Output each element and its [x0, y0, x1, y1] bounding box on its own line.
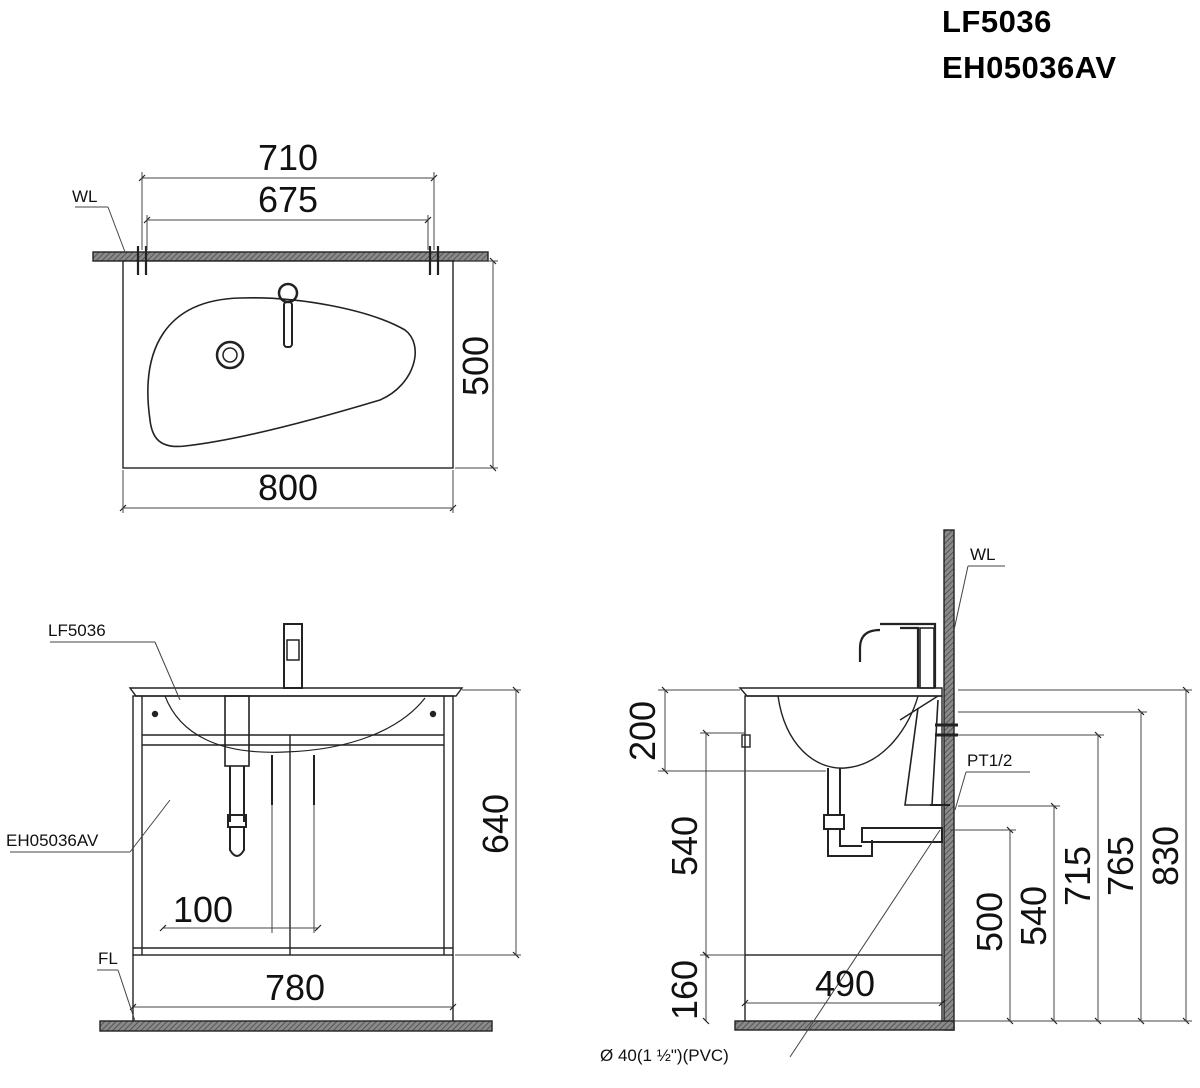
dim-715: 715 [1057, 846, 1098, 906]
faucet-front [283, 623, 303, 689]
front-view [10, 623, 521, 1032]
mount-brackets [136, 246, 440, 275]
model-code-cabinet: EH05036AV [942, 50, 1117, 85]
dim-540-right: 540 [1013, 886, 1054, 946]
floor-label-front: FL [98, 949, 118, 968]
cabinet-front [132, 695, 454, 956]
drain-circle [215, 340, 245, 370]
wall-label-side: WL [970, 545, 996, 564]
wall-slab-top [92, 251, 489, 262]
side-view [658, 529, 1192, 1058]
dim-640: 640 [475, 794, 516, 854]
dim-780: 780 [265, 967, 325, 1008]
wall-label-top: WL [72, 187, 98, 206]
model-code-basin: LF5036 [942, 4, 1052, 39]
label-lf5036: LF5036 [48, 621, 106, 640]
top-view [75, 172, 498, 513]
cabinet-side [744, 695, 943, 956]
dim-500-side: 500 [969, 892, 1010, 952]
bowl-outline [147, 297, 416, 448]
faucet-side [858, 622, 937, 688]
dim-490: 490 [815, 963, 875, 1004]
dim-160: 160 [664, 960, 705, 1020]
pipe-thread-label: PT1/2 [967, 751, 1012, 770]
dim-800: 800 [258, 467, 318, 508]
dim-710: 710 [258, 137, 318, 178]
dim-200: 200 [622, 701, 663, 761]
dim-675: 675 [258, 179, 318, 220]
floor-side [734, 1020, 955, 1031]
dim-100: 100 [173, 889, 233, 930]
dim-765: 765 [1100, 836, 1141, 896]
wall-side [943, 529, 955, 1031]
basin-outline-top [122, 260, 454, 469]
dim-500-top: 500 [455, 336, 496, 396]
dim-540-left: 540 [664, 816, 705, 876]
label-eh05036av: EH05036AV [6, 831, 99, 850]
dim-830: 830 [1145, 826, 1186, 886]
drain-spec-label: Ø 40(1 ½")(PVC) [600, 1046, 729, 1065]
floor-slab-front [99, 1020, 493, 1032]
